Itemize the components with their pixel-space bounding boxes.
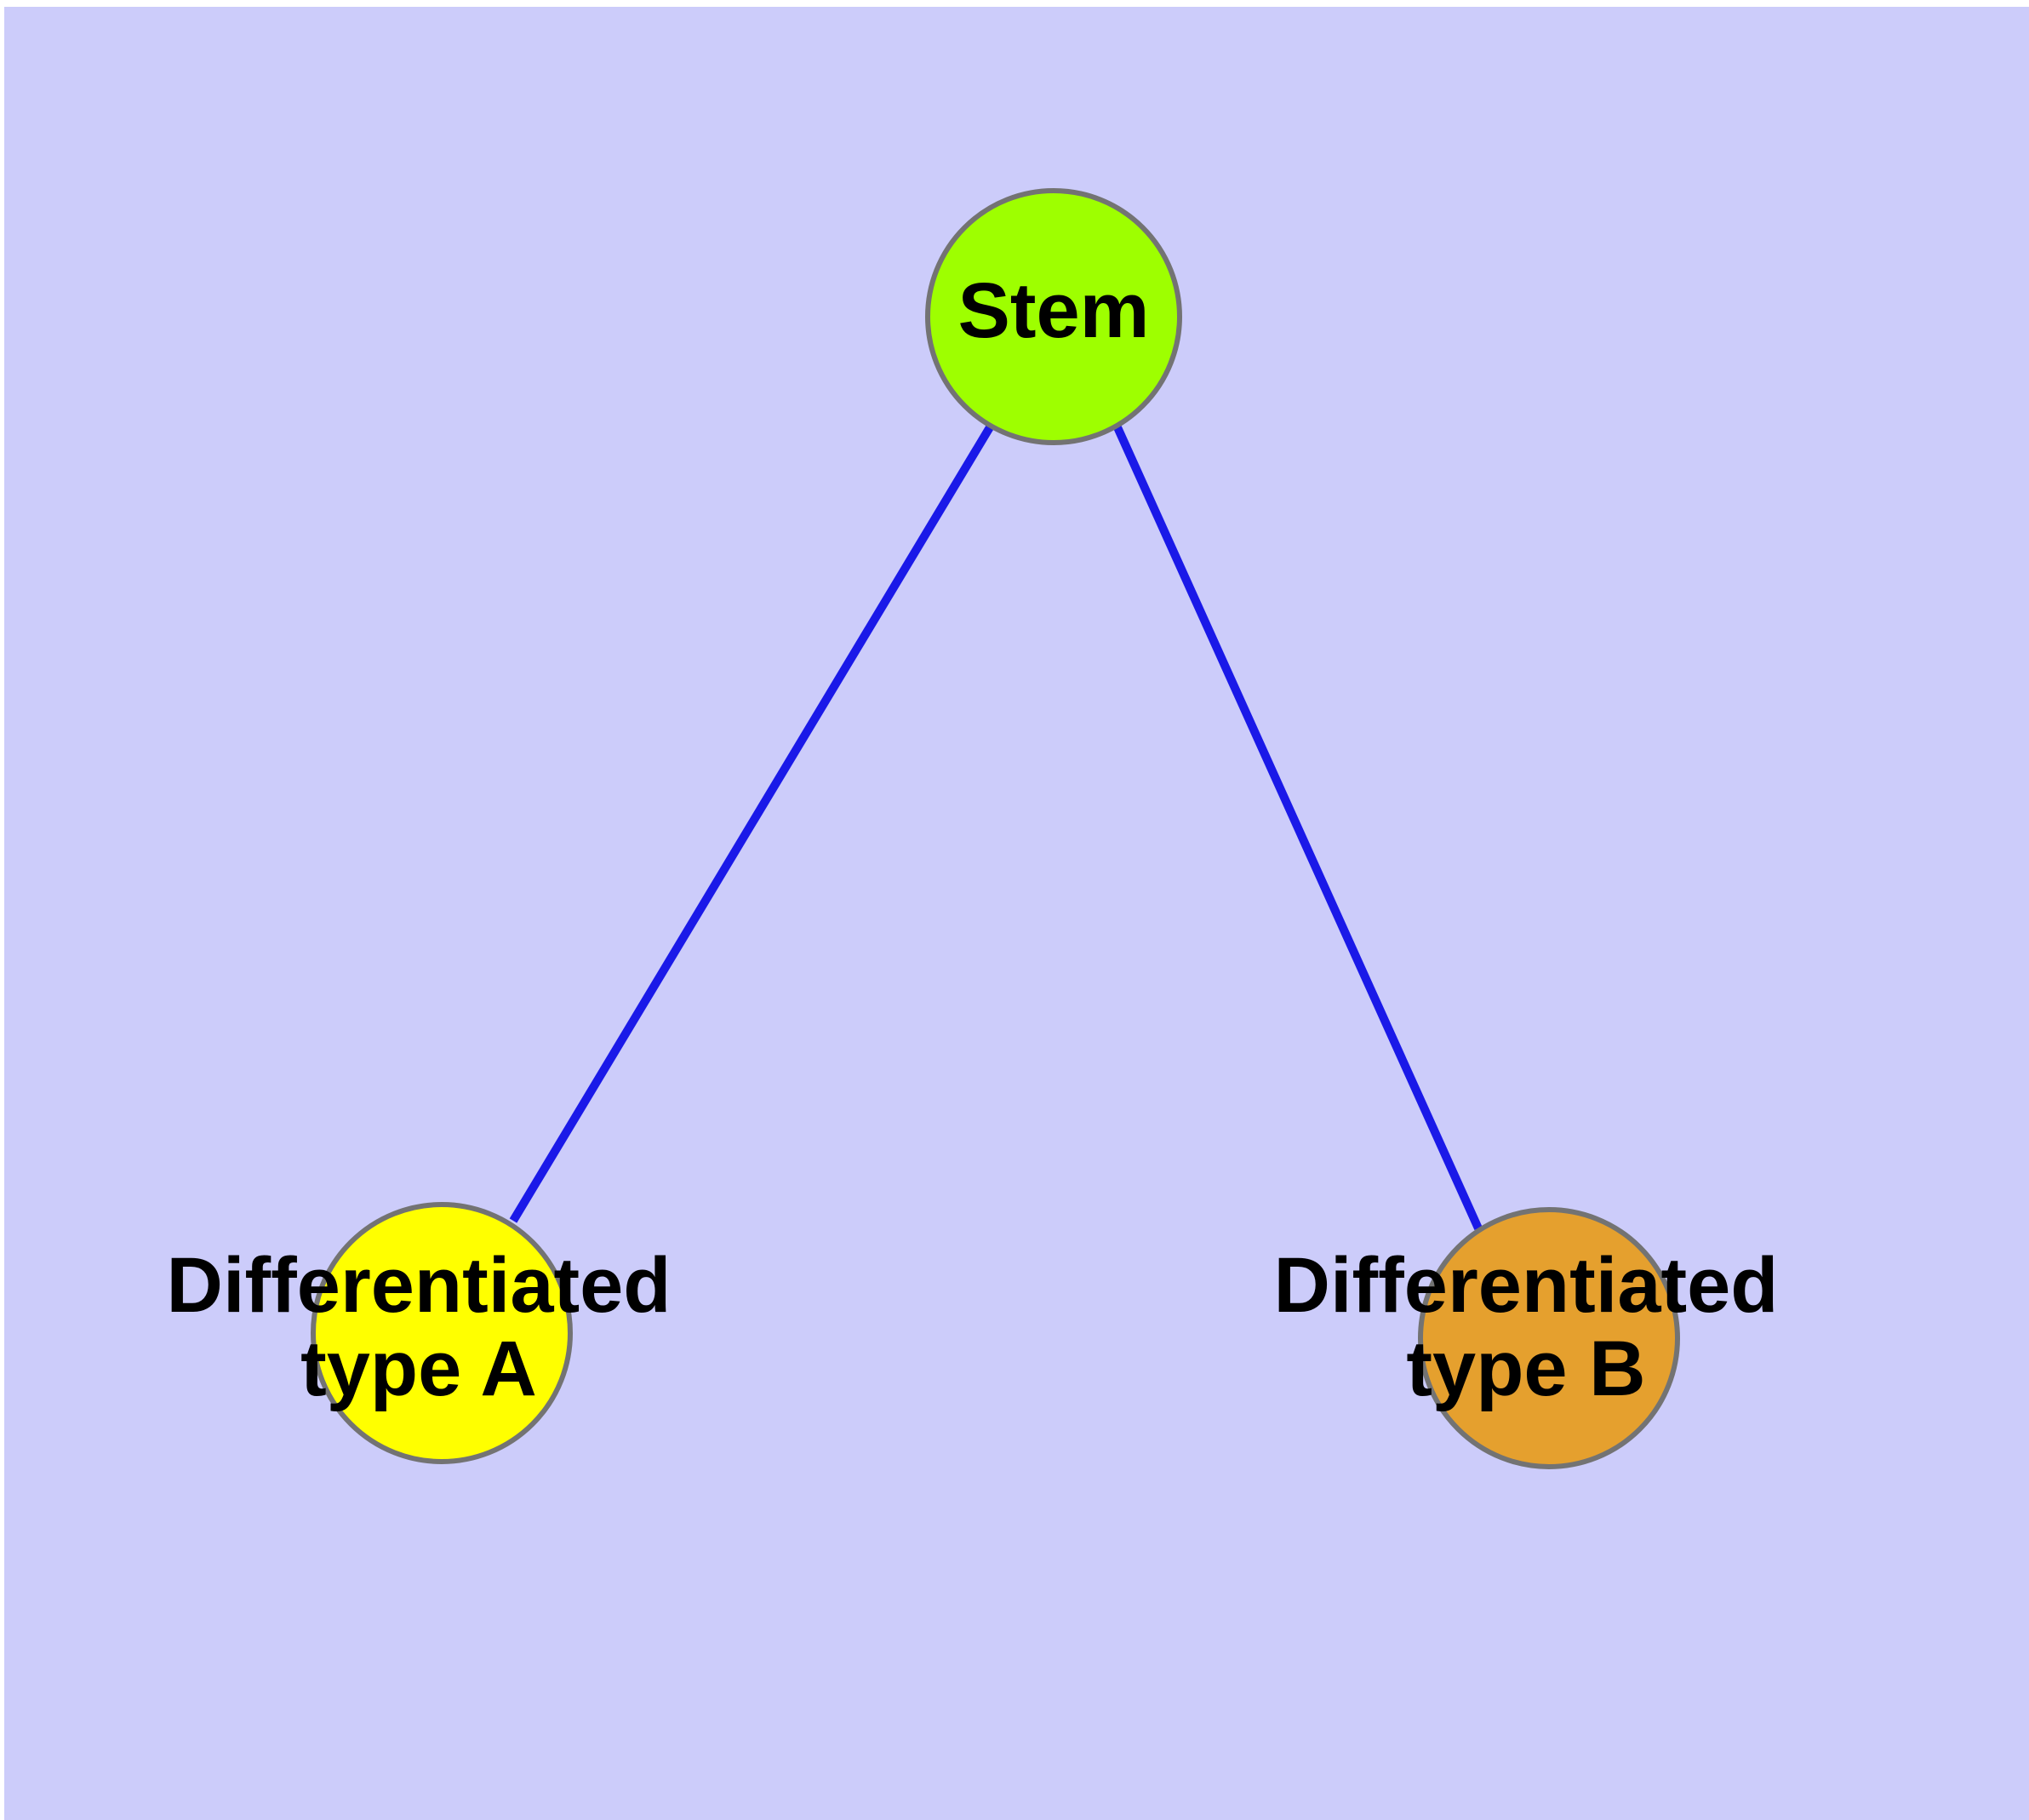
edge-stem-to-differentiated-type-a[interactable] [509, 425, 994, 1223]
edges-layer [509, 425, 1483, 1231]
node-stem[interactable] [925, 188, 1182, 445]
edge-stem-to-differentiated-type-b[interactable] [1113, 425, 1483, 1231]
nodes-layer [311, 188, 1680, 1469]
node-label-line: Stem [958, 267, 1150, 354]
node-differentiated-type-a[interactable] [311, 1202, 573, 1464]
node-differentiated-type-b[interactable] [1418, 1207, 1680, 1469]
node-label-line: type B [1406, 1325, 1645, 1412]
node-label-line: type A [300, 1325, 537, 1412]
node-label-stem: Stem [958, 267, 1150, 354]
node-label-line: Differentiated [1274, 1242, 1779, 1329]
node-label-line: Differentiated [167, 1242, 672, 1329]
